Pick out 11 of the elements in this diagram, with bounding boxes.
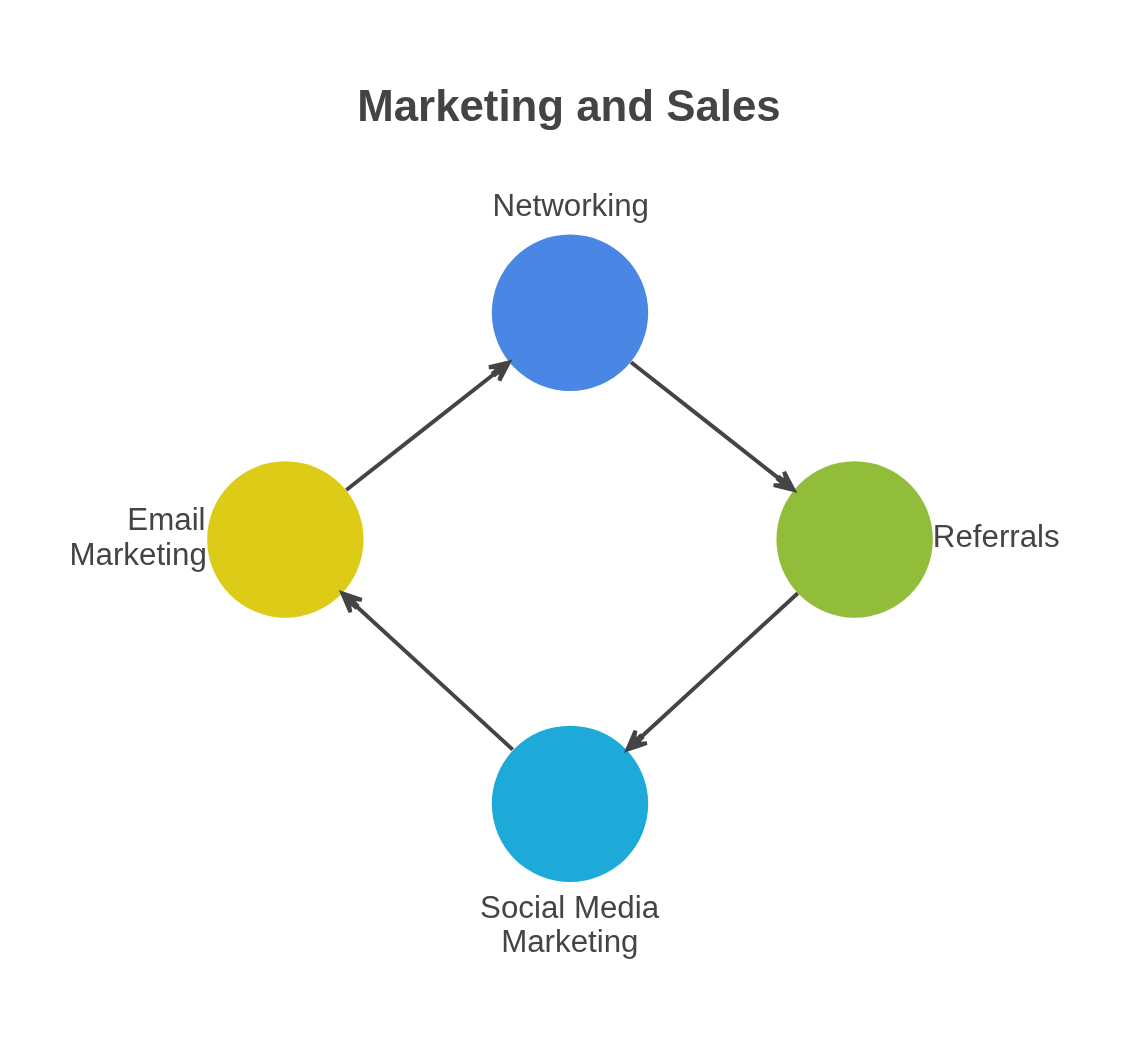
arrow xyxy=(340,591,514,752)
arrow xyxy=(629,360,796,492)
diagram-title: Marketing and Sales xyxy=(357,80,781,130)
arrow xyxy=(345,360,511,492)
node-label: Referrals xyxy=(932,519,1060,555)
node-label: Email Marketing xyxy=(69,502,207,572)
node-label: Social Media Marketing xyxy=(480,890,660,960)
node-circle xyxy=(776,461,933,618)
arrow xyxy=(625,591,800,752)
node-circle xyxy=(491,234,649,391)
node-label: Networking xyxy=(492,187,649,223)
